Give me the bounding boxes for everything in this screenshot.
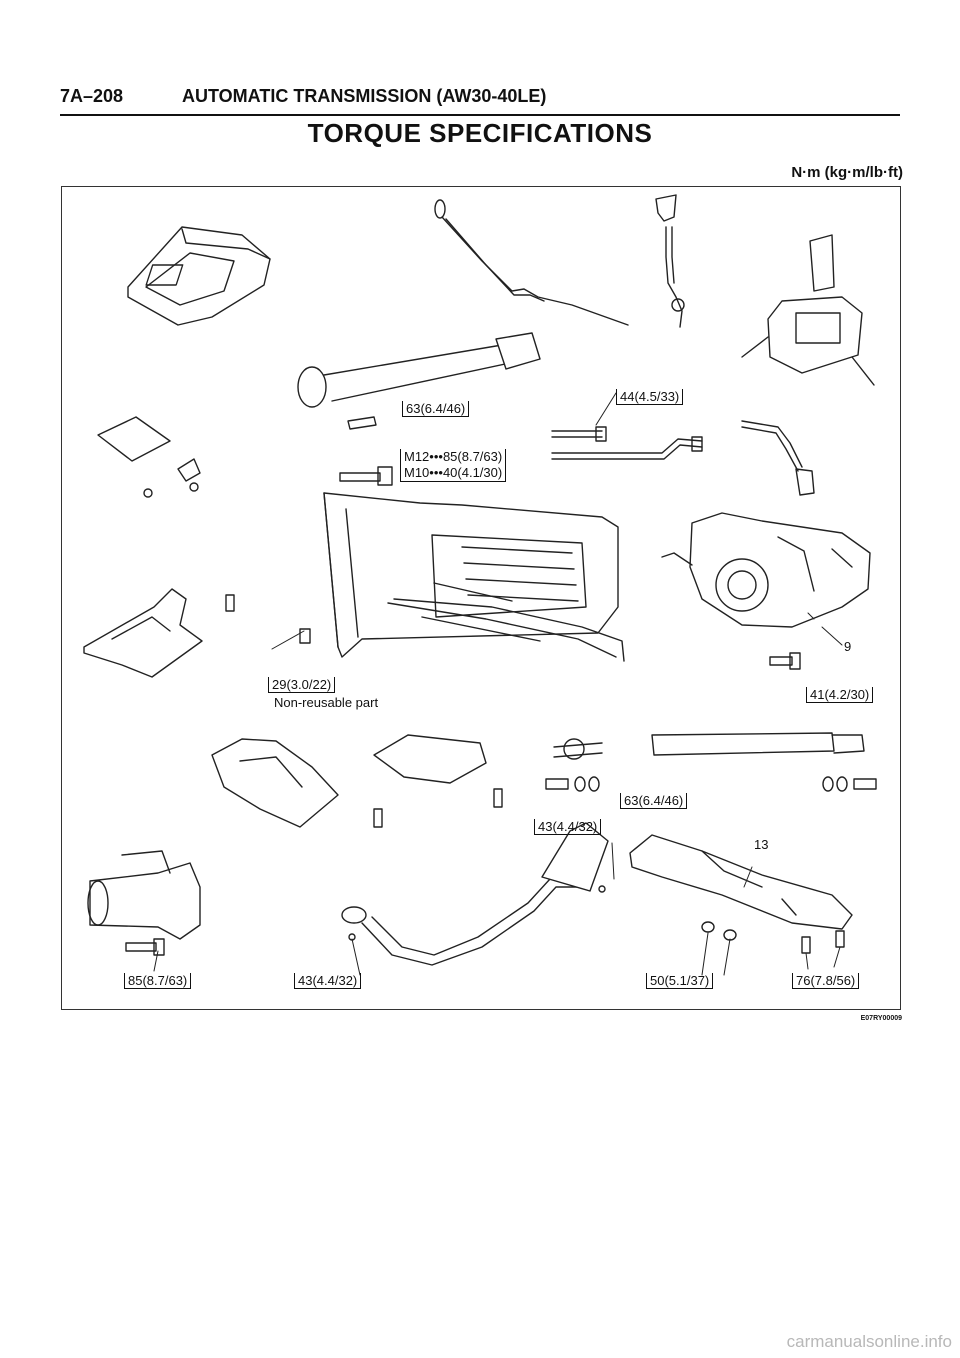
oil-gauge-tube-drawing (434, 199, 629, 326)
exhaust-pipe-drawing (341, 822, 609, 966)
callout-mount-nut: 50(5.1/37) (646, 973, 714, 989)
callout-bolt-m10: M10•••40(4.1/30) (404, 465, 503, 480)
page-title: TORQUE SPECIFICATIONS (307, 118, 653, 148)
callout-dummy-rod-bolt: 63(6.4/46) (402, 401, 470, 417)
callout-propeller-shaft-nut: 63(6.4/46) (620, 793, 688, 809)
diagram-artwork (83, 194, 877, 976)
propeller-shaft-drawing (545, 732, 877, 792)
figure-code: E07RY00009 (860, 1015, 902, 1022)
section-title: AUTOMATIC TRANSMISSION (AW30-40LE) (182, 86, 547, 106)
callout-bolt-m12: M12•••85(8.7/63) (404, 449, 503, 464)
ref-number-transfer-case: 9 (844, 639, 852, 654)
units-label: N·m (kg·m/lb·ft) (791, 164, 903, 181)
section-code: 7A–208 (60, 86, 124, 106)
leader-lines (153, 392, 843, 976)
shift-lever-rod-drawing (655, 194, 685, 328)
shift-lever-assembly-drawing (741, 234, 875, 386)
footer-watermark[interactable]: carmanualsonline.info (786, 1332, 952, 1351)
callout-flywheel-bolt: 29(3.0/22) (268, 677, 336, 693)
transfer-bolt-drawing (769, 652, 801, 670)
cover-plate-drawing (97, 416, 201, 498)
console-cover-drawing (127, 226, 271, 326)
long-bolt-drawing (339, 466, 393, 486)
non-reusable-note: Non-reusable part (274, 695, 379, 710)
mount-bracket-drawing (83, 588, 311, 678)
starter-drawing (87, 850, 201, 956)
ref-number-crossmember: 13 (754, 837, 769, 852)
oil-cooler-pipes-drawing (551, 420, 815, 496)
callout-exhaust-pipe-nut: 43(4.4/32) (294, 973, 362, 989)
callout-transmission-bolts: M12•••85(8.7/63) M10•••40(4.1/30) (400, 449, 507, 482)
exploded-diagram: 63(6.4/46) 44(4.5/33) M12•••85(8.7/63) M… (61, 186, 901, 1010)
callout-exhaust-bracket-bolt: 43(4.4/32) (534, 819, 602, 835)
callout-transfer-case-bolt: 41(4.2/30) (806, 687, 874, 703)
callout-oil-pipe-bolt: 44(4.5/33) (616, 389, 684, 405)
transfer-case-drawing (661, 512, 871, 628)
page-header: 7A–208 AUTOMATIC TRANSMISSION (AW30-40LE… (60, 84, 900, 116)
callout-crossmember-bolt: 76(7.8/56) (792, 973, 860, 989)
transmission-case-drawing (323, 492, 625, 662)
crossmember-drawing (629, 834, 853, 954)
intermediate-shaft-drawing (297, 332, 541, 430)
under-cover-drawing (211, 734, 503, 828)
callout-starter-bolt: 85(8.7/63) (124, 973, 192, 989)
